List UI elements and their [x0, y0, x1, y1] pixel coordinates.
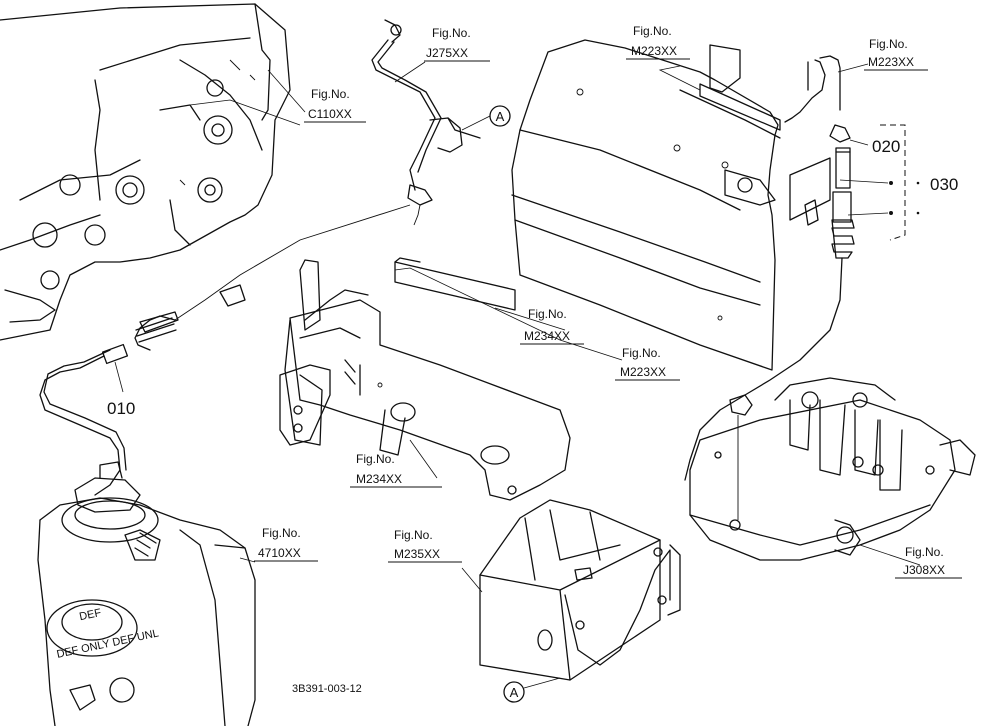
callout-m223-top: Fig.No. M223XX: [626, 24, 690, 60]
connection-mark-a-top: A: [489, 105, 511, 127]
linkage-rod: [371, 19, 516, 311]
drawing-id: 3B391-003-12: [292, 683, 362, 695]
callout-4710: Fig.No. 4710XX: [254, 526, 318, 562]
callout-code: M223XX: [631, 44, 677, 58]
part-number-020: 020: [872, 137, 900, 156]
callout-fig-label: Fig.No.: [356, 452, 395, 466]
hydraulic-unit: [689, 377, 976, 561]
box-bracket: [479, 499, 681, 681]
callout-fig-label: Fig.No.: [633, 24, 672, 38]
cable-assembly: [684, 55, 920, 481]
callout-m223-cable: Fig.No. M223XX: [864, 37, 928, 71]
callout-code: M234XX: [524, 329, 570, 343]
def-tank: [37, 461, 256, 726]
callout-code: M235XX: [394, 547, 440, 561]
connection-mark-label: A: [510, 685, 519, 700]
callout-fig-label: Fig.No.: [432, 26, 471, 40]
callout-code: M223XX: [868, 55, 914, 69]
spring-cable: [39, 204, 411, 496]
callout-fig-label: Fig.No.: [528, 307, 567, 321]
callout-code: J308XX: [903, 563, 945, 577]
part-number-010: 010: [107, 399, 135, 418]
callout-j275: Fig.No. J275XX: [424, 26, 490, 62]
callout-fig-label: Fig.No.: [869, 37, 908, 51]
callout-m234-lower: Fig.No. M234XX: [350, 452, 442, 488]
engine-housing: [0, 3, 291, 341]
main-bracket: [279, 259, 571, 501]
callout-fig-label: Fig.No.: [622, 346, 661, 360]
callout-fig-label: Fig.No.: [262, 526, 301, 540]
callout-code: M234XX: [356, 472, 402, 486]
connection-mark-a-bottom: A: [503, 681, 525, 703]
callout-fig-label: Fig.No.: [311, 87, 350, 101]
cap-text-ring: DEF ONLY DEF UNL: [56, 627, 160, 660]
callout-j308: Fig.No. J308XX: [895, 545, 962, 579]
callout-c110: Fig.No. C110XX: [304, 87, 366, 123]
panel-assembly: [511, 39, 831, 371]
callout-m235: Fig.No. M235XX: [388, 528, 462, 563]
leader-lines: [114, 61, 921, 689]
callout-code: C110XX: [308, 107, 352, 121]
cap-text-top: DEF: [78, 607, 102, 623]
callout-code: J275XX: [426, 46, 468, 60]
callout-m234-upper: Fig.No. M234XX: [520, 307, 584, 345]
connection-mark-label: A: [496, 109, 505, 124]
callout-fig-label: Fig.No.: [905, 545, 944, 559]
callout-code: 4710XX: [258, 546, 301, 560]
part-number-030: 030: [930, 175, 958, 194]
callout-m223-panel: Fig.No. M223XX: [615, 346, 680, 381]
callout-fig-label: Fig.No.: [394, 528, 433, 542]
callout-code: M223XX: [620, 365, 666, 379]
